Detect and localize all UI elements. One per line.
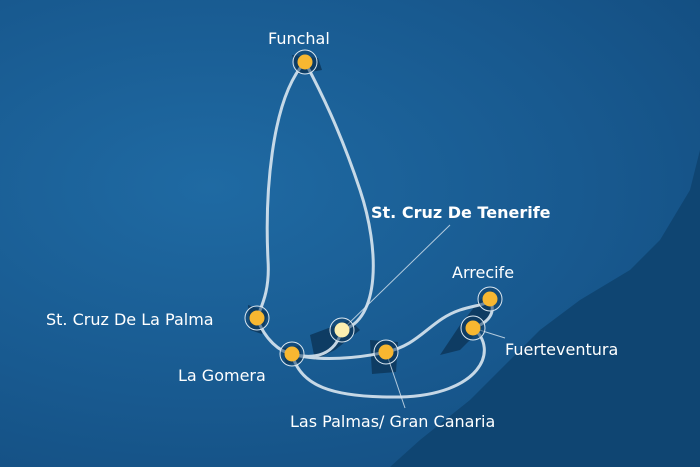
port-marker-arrecife[interactable]	[477, 286, 503, 312]
route-tenerife-funchal	[303, 60, 375, 332]
route-gomera-laspalmas-arrecife	[290, 297, 492, 360]
port-marker-la-gomera[interactable]	[279, 341, 305, 367]
route-funchal-palma	[255, 60, 307, 320]
port-dot	[334, 322, 350, 338]
port-dot	[249, 310, 265, 326]
port-dot	[297, 54, 313, 70]
label-la-gomera: La Gomera	[178, 366, 266, 385]
port-marker-las-palmas-gran-canaria[interactable]	[373, 339, 399, 365]
label-las-palmas-gran-canaria: Las Palmas/ Gran Canaria	[290, 412, 496, 431]
label-fuerteventura: Fuerteventura	[505, 340, 619, 359]
port-dot	[482, 291, 498, 307]
port-dot	[465, 320, 481, 336]
africa-coast	[390, 150, 700, 467]
leader-tenerife	[341, 224, 451, 331]
port-marker-st-cruz-de-la-palma[interactable]	[244, 305, 270, 331]
port-dot	[284, 346, 300, 362]
port-marker-st-cruz-de-tenerife[interactable]	[329, 317, 355, 343]
port-dot	[378, 344, 394, 360]
route-fuerteventura-gomera	[290, 326, 486, 399]
label-funchal: Funchal	[268, 29, 330, 48]
label-st-cruz-de-la-palma: St. Cruz De La Palma	[46, 310, 214, 329]
port-marker-funchal[interactable]	[292, 49, 318, 75]
port-marker-fuerteventura[interactable]	[460, 315, 486, 341]
label-arrecife: Arrecife	[452, 263, 515, 282]
label-st-cruz-de-tenerife: St. Cruz De Tenerife	[371, 203, 551, 222]
